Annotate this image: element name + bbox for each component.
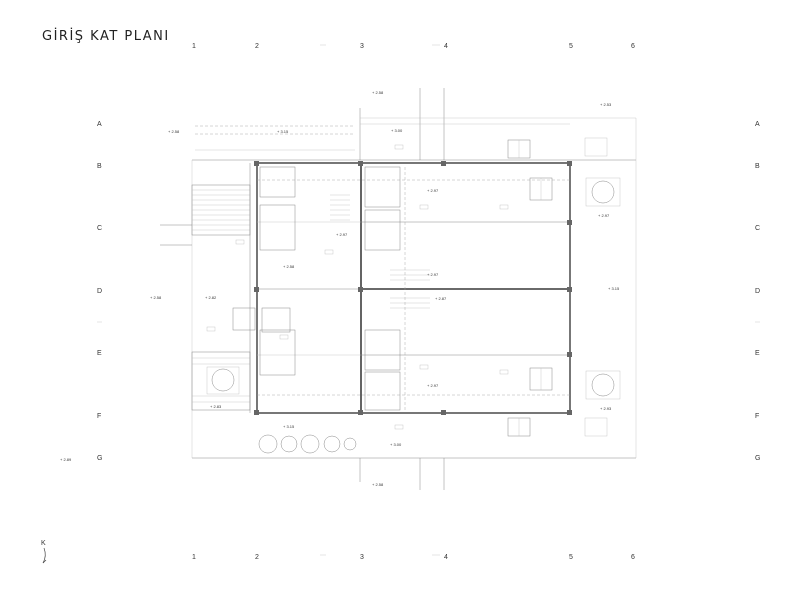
grid-row-label: B <box>755 163 760 170</box>
grid-row-label: D <box>97 288 102 295</box>
level-label: + 2.58 <box>150 295 162 300</box>
level-label: + 2.97 <box>427 188 439 193</box>
grid-col-label: 3 <box>360 43 364 50</box>
grid-row-label: F <box>755 413 759 420</box>
grid-col-label: 5 <box>569 43 573 50</box>
furniture <box>206 137 621 454</box>
level-label: + 2.97 <box>598 213 610 218</box>
grid-col-label: 3 <box>360 554 364 561</box>
grid-row-label: G <box>97 455 102 462</box>
grid-col-label: 1 <box>192 43 196 50</box>
grid-col-label: 5 <box>569 554 573 561</box>
grid-col-label: 2 <box>255 554 259 561</box>
grid-row-label: A <box>755 121 760 128</box>
grid-labels-top: 1 2 3 4 5 6 <box>192 43 635 50</box>
grid-row-label: C <box>755 225 760 232</box>
left-steps <box>160 184 251 411</box>
structural-columns <box>254 161 572 415</box>
level-markers: + 2.58 + 2.58 + 3.15 + 3.00 + 2.53 + 2.9… <box>60 90 620 487</box>
level-label: + 2.97 <box>427 383 439 388</box>
grid-labels-left: A B C D E F G <box>97 121 102 462</box>
level-label: + 2.53 <box>600 102 612 107</box>
grid-col-label: 6 <box>631 554 635 561</box>
room-tags <box>206 144 509 430</box>
grid-row-label: E <box>97 350 102 357</box>
level-label: + 2.97 <box>336 232 348 237</box>
level-label: + 2.89 <box>60 457 72 462</box>
level-label: + 2.97 <box>427 272 439 277</box>
level-label: + 3.15 <box>277 129 289 134</box>
grid-row-label: E <box>755 350 760 357</box>
grid-col-label: 2 <box>255 43 259 50</box>
grid-row-label: A <box>97 121 102 128</box>
level-label: + 2.82 <box>205 295 217 300</box>
level-label: + 2.83 <box>210 404 222 409</box>
level-label: + 3.15 <box>608 286 620 291</box>
grid-row-label: F <box>97 413 101 420</box>
level-label: + 2.58 <box>372 482 384 487</box>
north-label: K <box>41 540 46 547</box>
level-label: + 3.00 <box>391 128 403 133</box>
level-label: + 3.00 <box>390 442 402 447</box>
level-label: + 3.15 <box>283 424 295 429</box>
level-label: + 2.58 <box>372 90 384 95</box>
level-label: + 2.93 <box>600 406 612 411</box>
level-label: + 2.58 <box>283 264 295 269</box>
grid-row-label: D <box>755 288 760 295</box>
grid-row-label: C <box>97 225 102 232</box>
site-outline <box>191 88 637 490</box>
grid-row-label: G <box>755 455 760 462</box>
grid-col-label: 6 <box>631 43 635 50</box>
level-label: + 2.58 <box>168 129 180 134</box>
grid-labels-bottom: 1 2 3 4 5 6 <box>192 554 635 561</box>
level-label: + 2.87 <box>435 296 447 301</box>
grid-row-label: B <box>97 163 102 170</box>
grid-labels-right: A B C D E F G <box>755 121 760 462</box>
grid-col-label: 4 <box>444 554 448 561</box>
grid-col-label: 4 <box>444 43 448 50</box>
plan-title: GİRİŞ KAT PLANI <box>42 29 170 44</box>
north-arrow: K <box>41 540 47 564</box>
grid-col-label: 1 <box>192 554 196 561</box>
building-walls <box>249 162 571 414</box>
